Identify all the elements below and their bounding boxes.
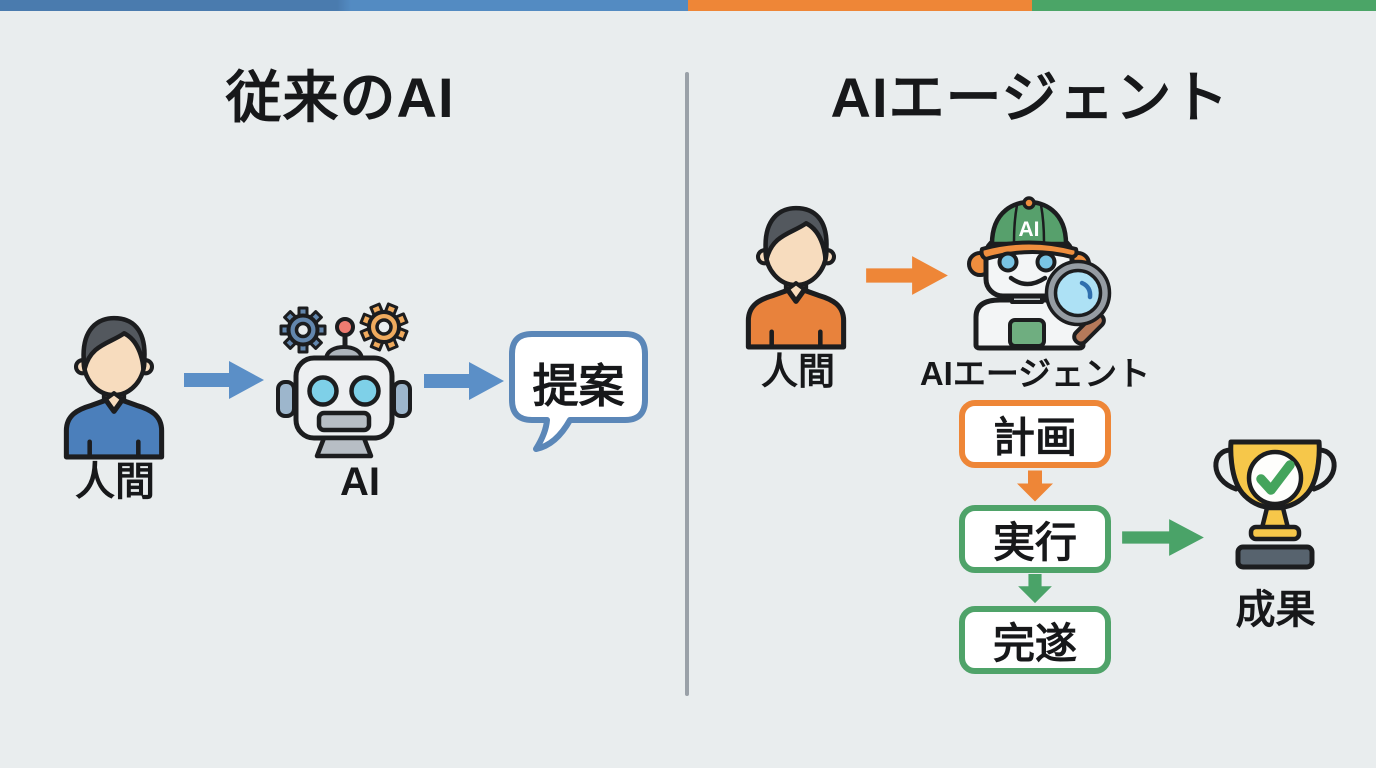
top-color-bar bbox=[0, 0, 1376, 11]
step-complete-label: 完遂 bbox=[992, 619, 1077, 667]
green-arrow-icon bbox=[1120, 514, 1206, 561]
speech-bubble-icon bbox=[506, 328, 651, 453]
step-execute-label: 実行 bbox=[992, 518, 1077, 566]
step-plan-box: 計画 bbox=[959, 400, 1111, 468]
orange-arrow-icon bbox=[864, 252, 950, 299]
top-bar-blue-segment bbox=[0, 0, 688, 11]
agent-cap-icon: AI bbox=[979, 196, 1079, 261]
step-execute-box: 実行 bbox=[959, 505, 1111, 573]
blue-arrow-icon bbox=[182, 357, 266, 403]
blue-arrow-icon bbox=[422, 358, 506, 404]
left-ai-label: AI bbox=[340, 460, 380, 504]
magnifier-icon bbox=[1044, 259, 1112, 346]
down-arrow-orange-icon bbox=[1015, 470, 1055, 503]
bubble-text: 提案 bbox=[532, 360, 625, 412]
person-blue-icon bbox=[58, 310, 170, 462]
vertical-divider bbox=[685, 72, 689, 696]
result-label: 成果 bbox=[1235, 588, 1316, 632]
step-plan-label: 計画 bbox=[992, 413, 1077, 461]
top-bar-orange-segment bbox=[688, 0, 1032, 11]
trophy-icon bbox=[1205, 436, 1345, 578]
right-panel-title: AIエージェント bbox=[830, 66, 1230, 129]
person-orange-icon bbox=[740, 200, 852, 352]
gears-robot-icon bbox=[274, 296, 414, 460]
agent-cap-text: AI bbox=[1019, 218, 1040, 241]
top-bar-green-segment bbox=[1032, 0, 1376, 11]
checkmark-icon bbox=[1246, 449, 1304, 507]
ai-agent-robot-icon: AI bbox=[966, 196, 1126, 354]
gear-orange-icon bbox=[359, 302, 409, 352]
left-human-label: 人間 bbox=[75, 460, 155, 504]
gear-blue-icon bbox=[279, 306, 327, 354]
down-arrow-green-icon bbox=[1015, 574, 1055, 604]
left-panel-title: 従来のAI bbox=[225, 66, 455, 129]
step-complete-box: 完遂 bbox=[959, 606, 1111, 674]
agent-label: AIエージェント bbox=[919, 355, 1151, 392]
right-human-label: 人間 bbox=[761, 351, 835, 392]
